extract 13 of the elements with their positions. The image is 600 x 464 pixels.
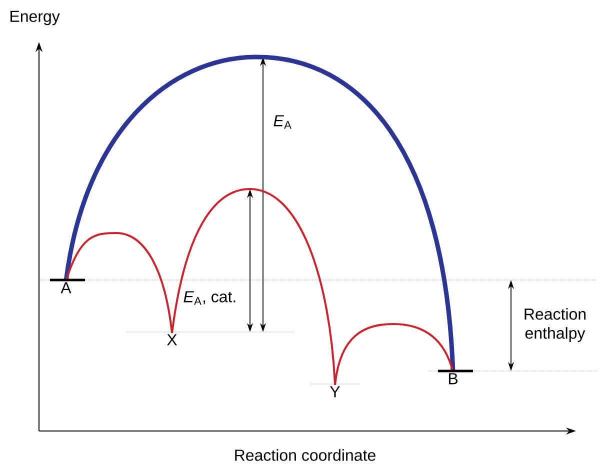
state-label: B <box>448 373 458 384</box>
text-label: E$_{A}$ <box>274 115 292 129</box>
energy-curve <box>65 232 173 334</box>
state-label: A <box>60 282 72 294</box>
text-label: Reaction enthalpy <box>524 308 586 342</box>
energy-curve <box>64 54 456 372</box>
state-label: Y <box>330 386 340 398</box>
energy-curve <box>171 188 336 386</box>
state-label: X <box>167 334 177 346</box>
text-label: Reaction coordinate <box>235 449 376 461</box>
text-label: E$_{A}$, cat. <box>184 291 236 305</box>
text-label: Energy <box>10 10 60 26</box>
energy-curve <box>334 323 454 386</box>
